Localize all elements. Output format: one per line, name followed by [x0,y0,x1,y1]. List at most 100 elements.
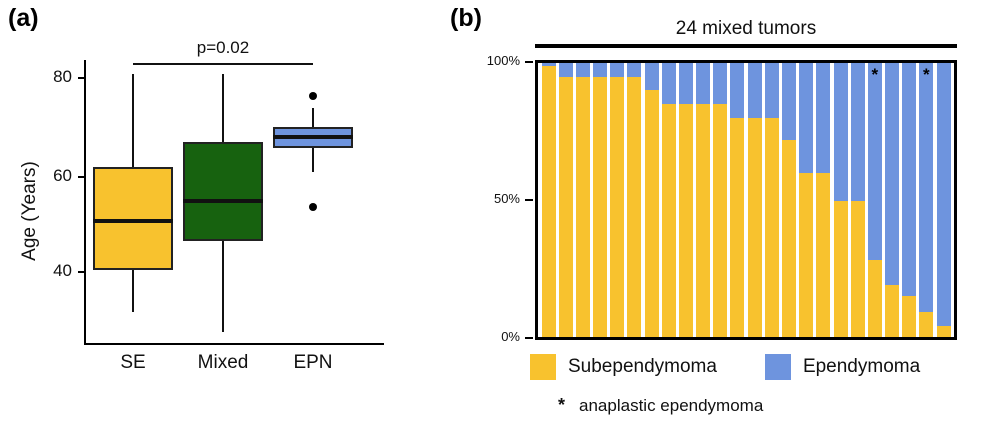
p-value-label: p=0.02 [196,38,250,57]
panel-a-x-axis [84,343,384,345]
legend-swatch-subependymoma [530,354,556,380]
panel-a-label: (a) [8,4,39,32]
stacked-bar: * [867,63,882,337]
b-y-tick-label-100: 100% [486,53,520,68]
se-box [93,167,173,270]
bar-segment-subependymoma [593,76,608,337]
epn-median-line [273,135,353,139]
stacked-bar-group: ** [538,63,954,337]
bar-segment-ependymoma [610,63,625,77]
panel-a-y-axis-title: Age (Years) [19,161,40,261]
stacked-bar [816,63,831,337]
stacked-bar [730,63,745,337]
x-label-epn: EPN [293,352,333,373]
bar-segment-ependymoma [730,63,745,118]
bar-segment-subependymoma [850,201,865,337]
epn-outlier-low [309,203,317,211]
bar-segment-ependymoma [833,63,848,202]
bar-segment-ependymoma [885,63,900,285]
b-y-tick-50 [525,199,533,201]
bar-segment-ependymoma [782,63,796,140]
y-tick-80 [78,77,84,79]
stacked-bar [885,63,900,337]
bar-segment-ependymoma [850,63,865,202]
legend-label-ependymoma: Ependymoma [802,356,921,377]
stacked-bar [627,63,642,337]
panel-b-title-rule [535,44,957,48]
y-tick-label-40: 40 [53,261,72,280]
bar-segment-subependymoma [575,76,590,337]
stacked-bar [610,63,625,337]
bar-segment-ependymoma [919,63,934,313]
panel-a-boxplot: (a) 80 60 40 Age (Years) p=0.02 [0,0,440,430]
stacked-bar [696,63,711,337]
bar-segment-subependymoma [541,65,556,337]
stacked-bar [764,63,779,337]
stacked-bar [782,63,796,337]
panel-b-legend: Subependymoma Ependymoma [530,350,970,384]
bar-segment-ependymoma [747,63,762,118]
bar-segment-ependymoma [764,63,779,118]
b-y-tick-label-50: 50% [493,191,520,206]
bar-segment-subependymoma [936,326,951,337]
bar-segment-subependymoma [867,260,882,337]
stacked-bar [902,63,917,337]
b-y-tick-100 [525,61,533,63]
bar-segment-subependymoma [782,139,796,337]
b-y-tick-0 [525,337,533,339]
bar-segment-ependymoma [902,63,917,296]
bar-segment-subependymoma [764,117,779,337]
panel-a-y-axis [84,60,86,345]
epn-outlier-high [309,92,317,100]
stacked-bar [593,63,608,337]
panel-b-label: (b) [450,4,482,32]
mixed-median-line [183,199,263,203]
bar-segment-ependymoma [799,63,814,173]
bar-segment-subependymoma [713,104,728,337]
bar-segment-subependymoma [610,76,625,337]
bar-segment-ependymoma [593,63,608,77]
y-tick-60 [78,176,84,178]
legend-item-subependymoma: Subependymoma [530,354,717,380]
bar-segment-subependymoma [696,104,711,337]
bar-segment-ependymoma [644,63,659,91]
bar-segment-subependymoma [678,104,693,337]
bar-segment-ependymoma [696,63,711,105]
bar-segment-subependymoma [661,104,676,337]
bar-segment-subependymoma [919,312,934,337]
legend-item-ependymoma: Ependymoma [764,354,921,380]
bar-segment-subependymoma [558,76,573,337]
panel-b-stacked-bars: (b) 24 mixed tumors 100% 50% 0% ** Subep… [440,0,982,430]
stacked-bar [713,63,728,337]
x-label-se: SE [120,352,146,373]
y-tick-40 [78,271,84,273]
bar-segment-subependymoma [627,76,642,337]
bar-segment-subependymoma [902,295,917,337]
bar-segment-subependymoma [730,117,745,337]
stacked-bar [747,63,762,337]
bar-segment-subependymoma [816,172,831,337]
bar-segment-ependymoma [627,63,642,77]
bar-segment-ependymoma [678,63,693,105]
significance-line [133,63,313,65]
legend-swatch-ependymoma [764,354,791,380]
y-tick-label-80: 80 [53,67,72,86]
stacked-bar: * [919,63,934,337]
stacked-bar [850,63,865,337]
stacked-bar [644,63,659,337]
b-y-tick-label-0: 0% [501,329,520,344]
bar-segment-ependymoma [541,63,556,66]
stacked-bar [936,63,951,337]
bar-segment-ependymoma [713,63,728,105]
bar-segment-ependymoma [575,63,590,77]
anaplastic-asterisk-icon: * [923,65,930,84]
stacked-bar [833,63,848,337]
bar-segment-subependymoma [747,117,762,337]
mixed-box [183,142,263,241]
x-label-mixed: Mixed [197,352,249,373]
panel-b-footnote: * anaplastic ependymoma [558,395,763,416]
y-tick-label-60: 60 [53,166,72,185]
panel-b-plot-area: ** [535,60,957,340]
panel-b-title: 24 mixed tumors [675,18,817,39]
bar-segment-subependymoma [833,201,848,337]
